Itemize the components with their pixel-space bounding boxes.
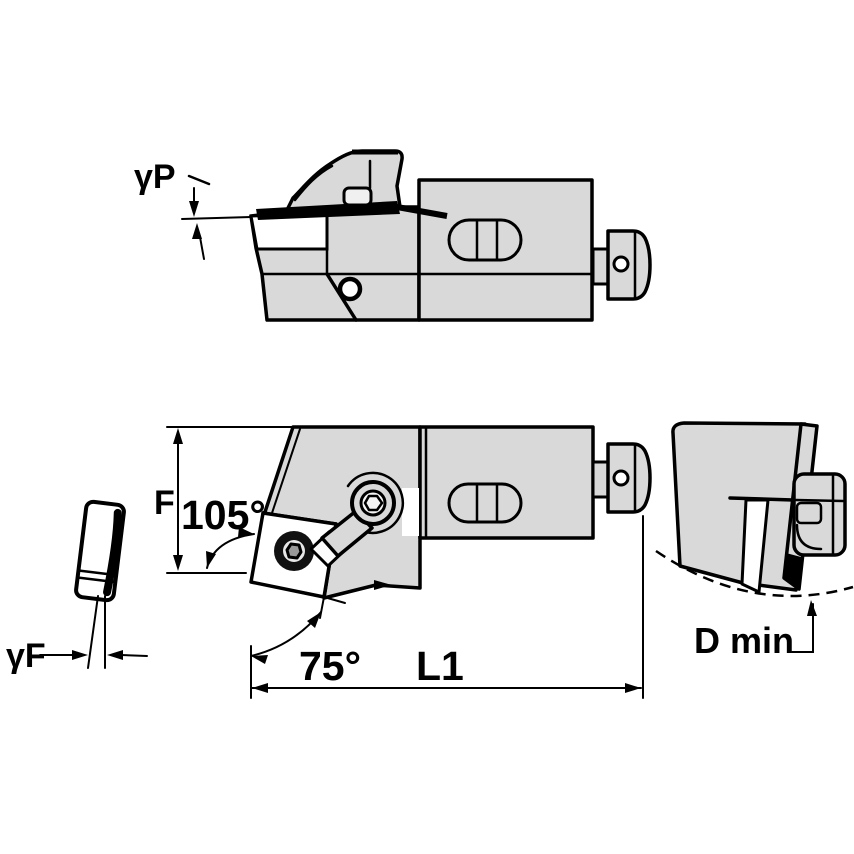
l1-dimension: L1 (250, 515, 644, 699)
clamp-screw-icon (274, 531, 314, 571)
angle-105-annotation: 105° (181, 492, 266, 569)
angle-75-label: 75° (299, 643, 361, 689)
gamma-p-annotation: γP (134, 158, 252, 260)
d-min-annotation: D min (694, 600, 817, 661)
adjusting-screw-front (591, 442, 652, 514)
slot-front (447, 482, 523, 524)
l1-dimension-label: L1 (416, 643, 464, 689)
side-view (249, 149, 652, 322)
end-view (655, 421, 854, 598)
lever-link (320, 509, 374, 558)
end-view-face-strip (740, 498, 770, 594)
gamma-f-annotation: γF (6, 637, 148, 675)
f-dimension-label: F (154, 484, 175, 522)
d-min-arc (655, 549, 854, 598)
clamp-nose (342, 186, 373, 207)
insert-side-view: γF (6, 499, 148, 675)
pivot-screw-icon (350, 480, 396, 526)
gamma-p-label: γP (134, 158, 176, 196)
end-view-clamp (792, 472, 847, 557)
slot-side (447, 218, 523, 262)
adjusting-screw-side (591, 229, 652, 301)
d-min-label: D min (694, 620, 794, 661)
front-view (166, 425, 652, 619)
end-view-body (671, 421, 807, 592)
pin-hole-icon (337, 276, 363, 302)
gamma-f-label: γF (6, 637, 46, 675)
angle-105-label: 105° (181, 492, 266, 538)
angle-75-annotation: 75° (250, 611, 361, 689)
f-dimension: F (154, 428, 183, 571)
